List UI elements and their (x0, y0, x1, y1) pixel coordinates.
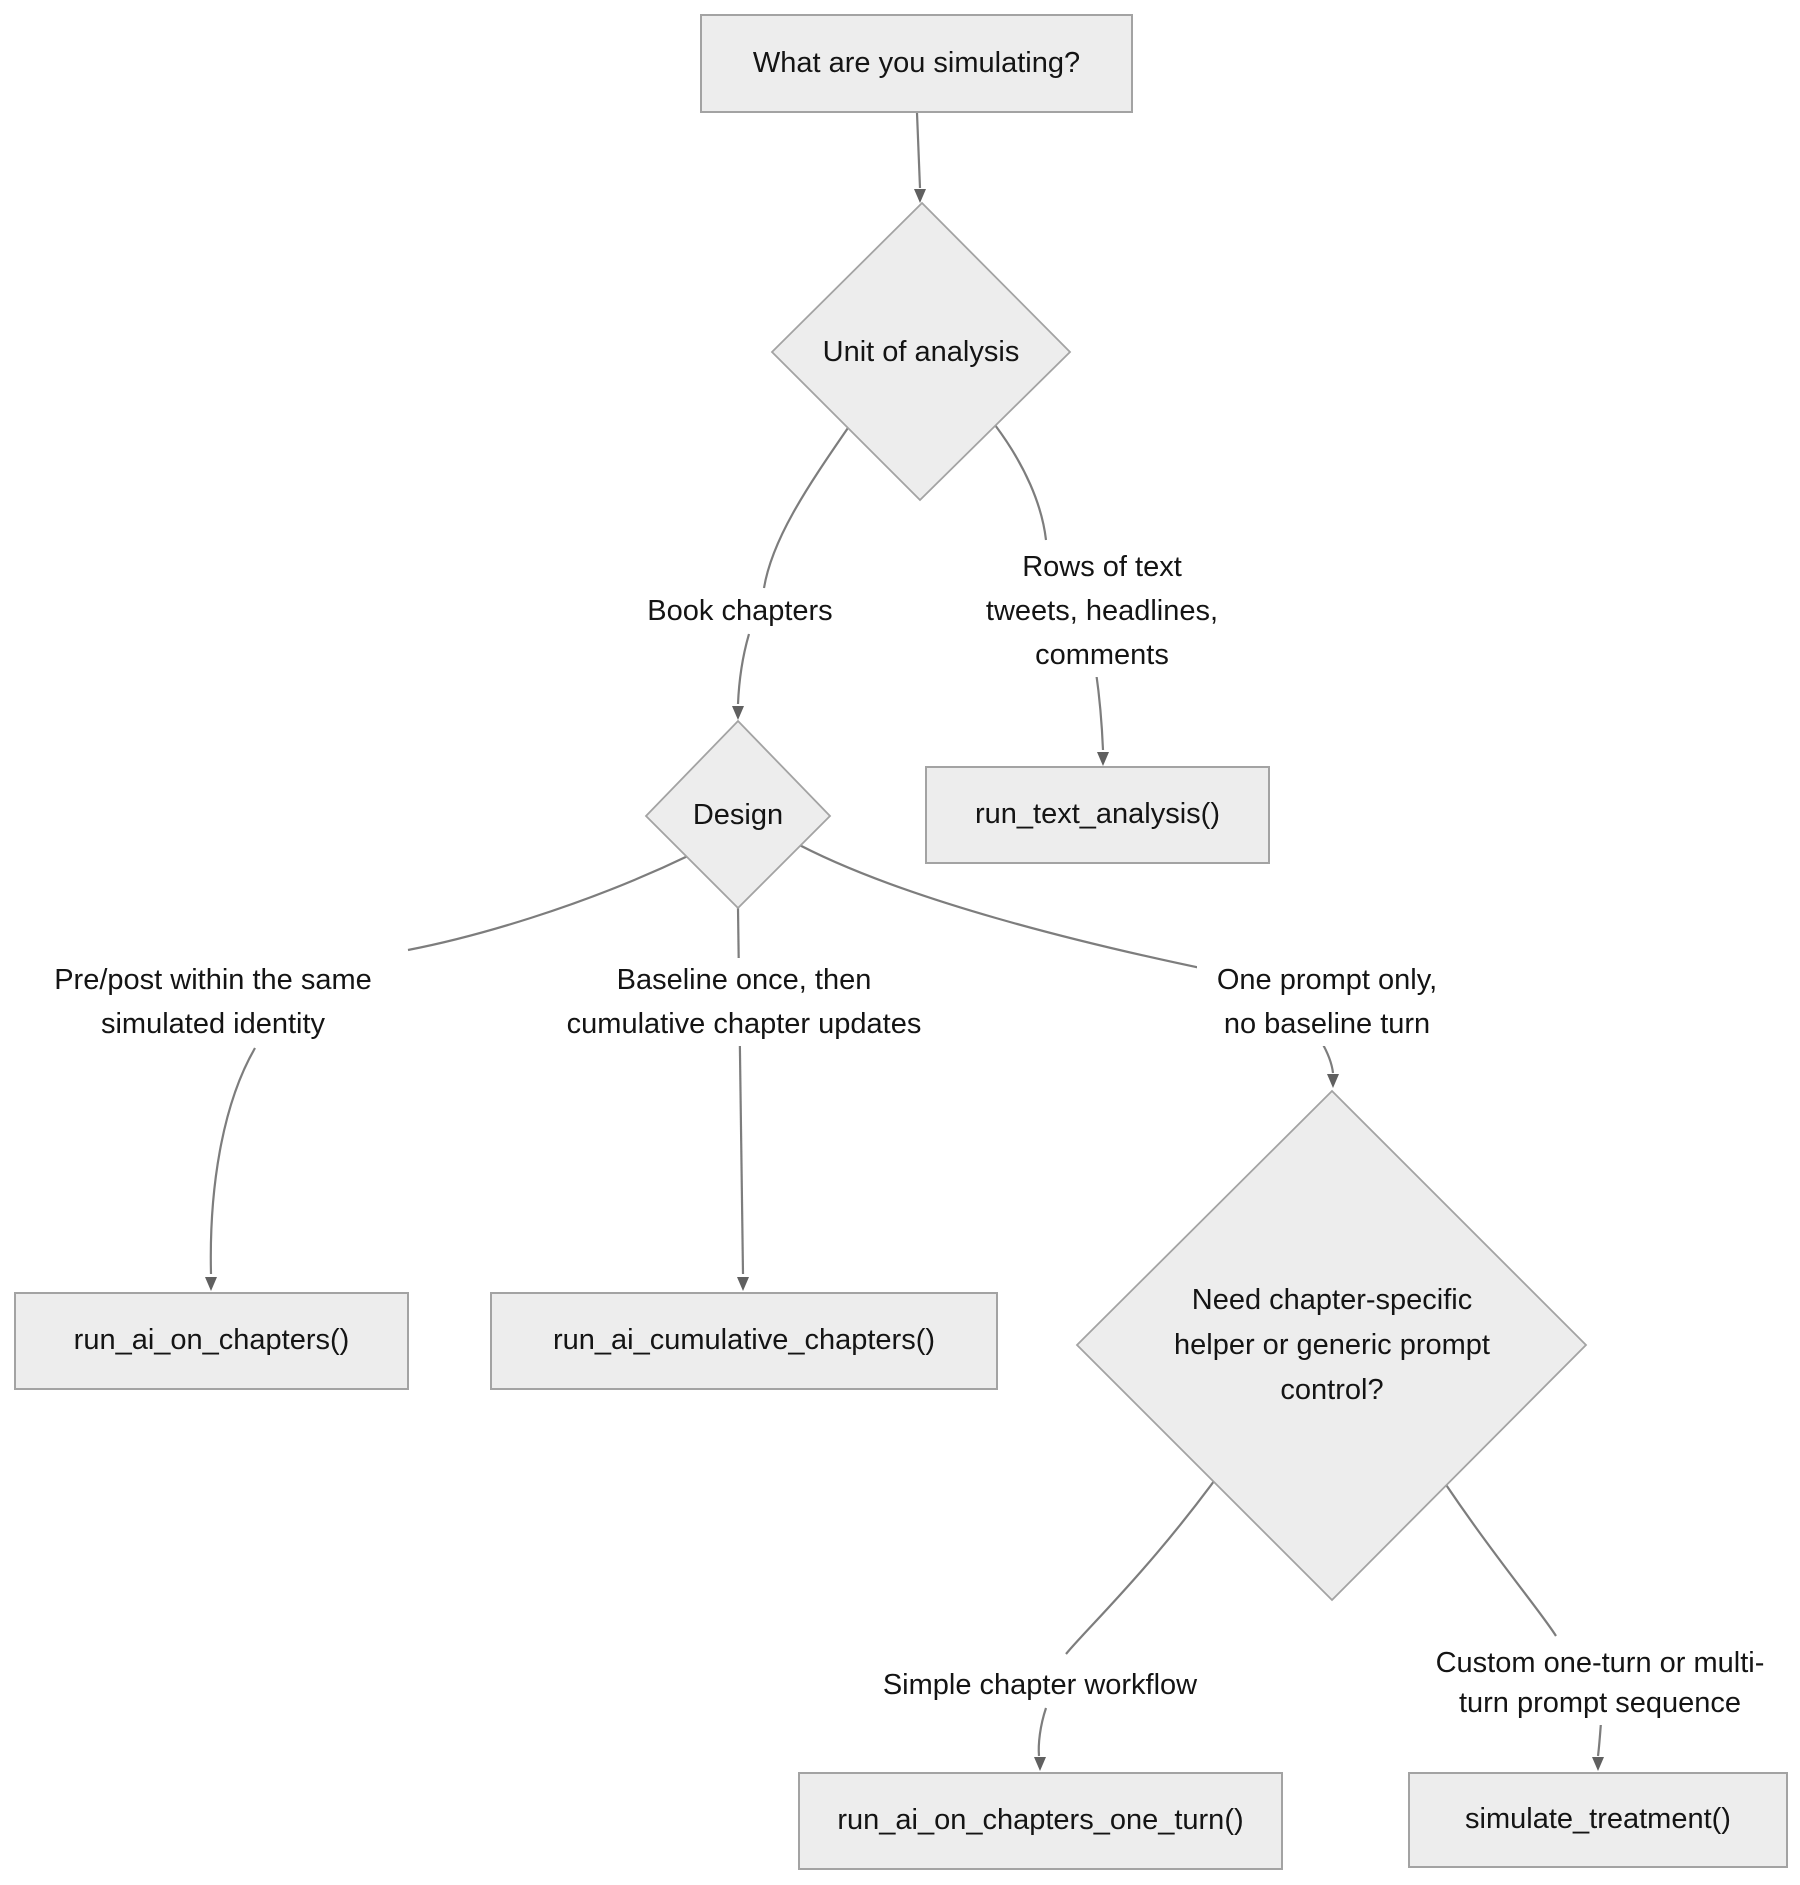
edge-label-line: Custom one-turn or multi- (1435, 1647, 1765, 1679)
node-start-label: What are you simulating? (752, 46, 1081, 79)
edge-needhelper-to-oneturn-upper (1065, 1444, 1241, 1655)
node-start: What are you simulating? (700, 14, 1133, 113)
edge-label-rows-of-text: Rows of text tweets, headlines, comments (942, 545, 1262, 677)
arrowhead-into-oneturn (1034, 1757, 1046, 1771)
diamond-design-shape (644, 719, 832, 910)
edge-start-to-unit (915, 112, 922, 189)
edge-label-line: Rows of text (1022, 551, 1182, 583)
arrowhead-into-treatment (1592, 1757, 1604, 1771)
edge-label-simple-workflow: Simple chapter workflow (880, 1663, 1200, 1707)
node-run-ai-cumulative-chapters: run_ai_cumulative_chapters() (490, 1292, 998, 1390)
edge-label-line: cumulative chapter updates (566, 1008, 922, 1040)
node-run-ai-on-chapters: run_ai_on_chapters() (14, 1292, 409, 1390)
arrowhead-into-chapters (205, 1277, 217, 1291)
edge-unit-to-design-lower (736, 633, 751, 705)
edge-needhelper-to-oneturn-lower (1037, 1707, 1048, 1757)
edge-unit-to-textanalysis-lower (1094, 671, 1105, 751)
edge-label-line: Pre/post within the same (54, 964, 372, 996)
edge-label-one-prompt: One prompt only, no baseline turn (1197, 958, 1457, 1046)
edge-design-to-cumulative (736, 907, 745, 1275)
arrowhead-into-cumulative (737, 1277, 749, 1291)
edge-needhelper-to-treatment-lower (1596, 1721, 1603, 1757)
edge-unit-to-design-upper (762, 424, 851, 589)
edge-label-line: Book chapters (647, 595, 833, 627)
node-run-ai-on-chapters-label: run_ai_on_chapters() (73, 1324, 350, 1357)
edge-design-to-oneprompt-upper (789, 839, 1211, 972)
edge-label-pre-post: Pre/post within the same simulated ident… (33, 958, 393, 1046)
arrowhead-into-design (732, 706, 744, 720)
edge-label-baseline-once: Baseline once, then cumulative chapter u… (534, 958, 954, 1046)
edge-label-line: One prompt only, (1216, 964, 1438, 996)
arrowhead-into-textanalysis (1097, 752, 1109, 766)
arrowhead-into-unit (914, 189, 926, 203)
node-run-text-analysis-label: run_text_analysis() (975, 798, 1220, 831)
edge-label-line: turn prompt sequence (1458, 1687, 1742, 1719)
edge-unit-to-textanalysis-upper (994, 424, 1048, 541)
diamond-unit-shape (770, 201, 1072, 502)
node-run-text-analysis: run_text_analysis() (925, 766, 1270, 864)
edge-label-line: Simple chapter workflow (882, 1669, 1198, 1701)
edge-design-to-chapters-lower (209, 1047, 256, 1275)
node-simulate-treatment: simulate_treatment() (1408, 1772, 1788, 1868)
edge-label-custom-one-turn: Custom one-turn or multi- turn prompt se… (1425, 1641, 1775, 1725)
edge-label-line: Baseline once, then (616, 964, 872, 996)
diamond-need-helper-shape (1075, 1089, 1588, 1602)
edge-label-line: simulated identity (100, 1008, 326, 1040)
arrowhead-into-needhelper (1327, 1074, 1339, 1088)
node-run-ai-on-chapters-one-turn: run_ai_on_chapters_one_turn() (798, 1772, 1283, 1870)
node-run-ai-on-chapters-one-turn-label: run_ai_on_chapters_one_turn() (837, 1804, 1244, 1837)
node-simulate-treatment-label: simulate_treatment() (1465, 1803, 1731, 1836)
edge-design-to-chapters-upper (407, 854, 691, 952)
edge-label-book-chapters: Book chapters (635, 589, 845, 633)
edge-label-line: tweets, headlines, (985, 595, 1219, 627)
node-run-ai-cumulative-chapters-label: run_ai_cumulative_chapters() (552, 1324, 936, 1357)
edge-label-line: no baseline turn (1223, 1008, 1431, 1040)
edge-label-line: comments (1035, 639, 1169, 671)
